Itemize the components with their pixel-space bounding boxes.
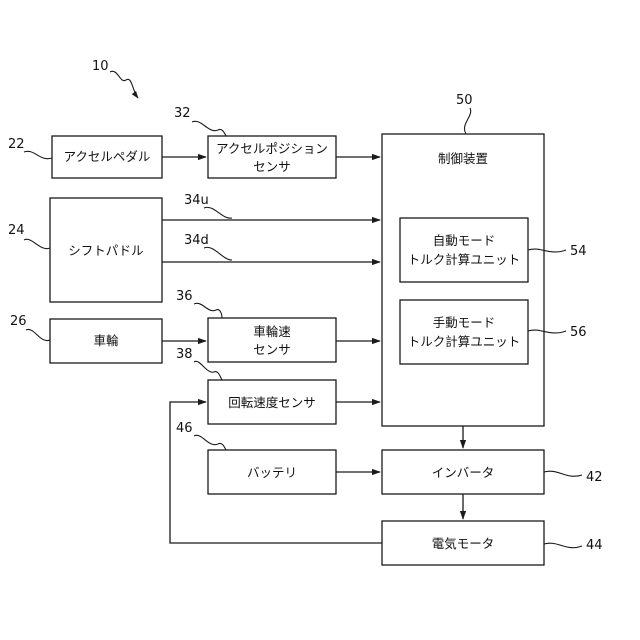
shift-paddle-leader [24,239,50,248]
accel-pedal-ref: 22 [8,137,25,152]
wheel-leader [26,329,50,340]
rotation-speed-sensor-leader [194,361,222,380]
accel-pedal-leader [24,151,52,158]
downshift-signal-ref: 34d [184,233,209,248]
battery-leader [194,435,226,450]
wheel-label: 車輪 [93,333,119,348]
manual-mode-torque-unit-line2: トルク計算ユニット [408,334,521,349]
accel-pedal-label: アクセルペダル [64,149,151,164]
controller-ref: 50 [456,93,473,108]
manual-mode-torque-unit-ref: 56 [570,325,587,340]
accel-position-sensor-line2: センサ [253,159,291,174]
battery-ref: 46 [176,421,193,436]
inverter-leader [544,471,582,476]
rotation-speed-sensor-ref: 38 [176,347,193,362]
wheel-speed-sensor-leader [194,303,222,318]
motor-ref: 44 [586,538,603,553]
wheel-speed-sensor-ref: 36 [176,289,193,304]
controller-label: 制御装置 [438,151,488,166]
auto-mode-torque-unit-line2: トルク計算ユニット [408,252,521,267]
accel-position-sensor-line1: アクセルポジション [216,141,328,156]
wheel-speed-sensor-line2: センサ [253,342,291,357]
upshift-signal-ref: 34u [184,193,209,208]
shift-paddle-ref: 24 [8,223,25,238]
manual-mode-torque-unit-block [400,300,528,364]
auto-mode-torque-unit-line1: 自動モード [433,233,496,248]
auto-mode-torque-unit-ref: 54 [570,244,587,259]
auto-mode-torque-unit-block [400,218,528,282]
motor-leader [544,543,582,548]
inverter-ref: 42 [586,470,603,485]
accel-position-sensor-leader [192,121,226,136]
wheel-speed-sensor-line1: 車輪速 [253,324,291,339]
rotation-speed-sensor-label: 回転速度センサ [228,395,316,410]
accel-position-sensor-ref: 32 [174,106,191,121]
figure-ref-arrow [110,71,138,98]
downshift-signal-leader [204,247,232,260]
upshift-signal-leader [204,207,232,218]
shift-paddle-label: シフトパドル [68,243,143,258]
wheel-ref: 26 [10,314,27,329]
battery-label: バッテリ [247,465,297,480]
figure-ref-label: 10 [92,59,109,74]
motor-label: 電気モータ [432,536,495,551]
controller-leader [464,108,470,134]
manual-mode-torque-unit-line1: 手動モード [433,315,496,330]
inverter-label: インバータ [432,465,495,480]
